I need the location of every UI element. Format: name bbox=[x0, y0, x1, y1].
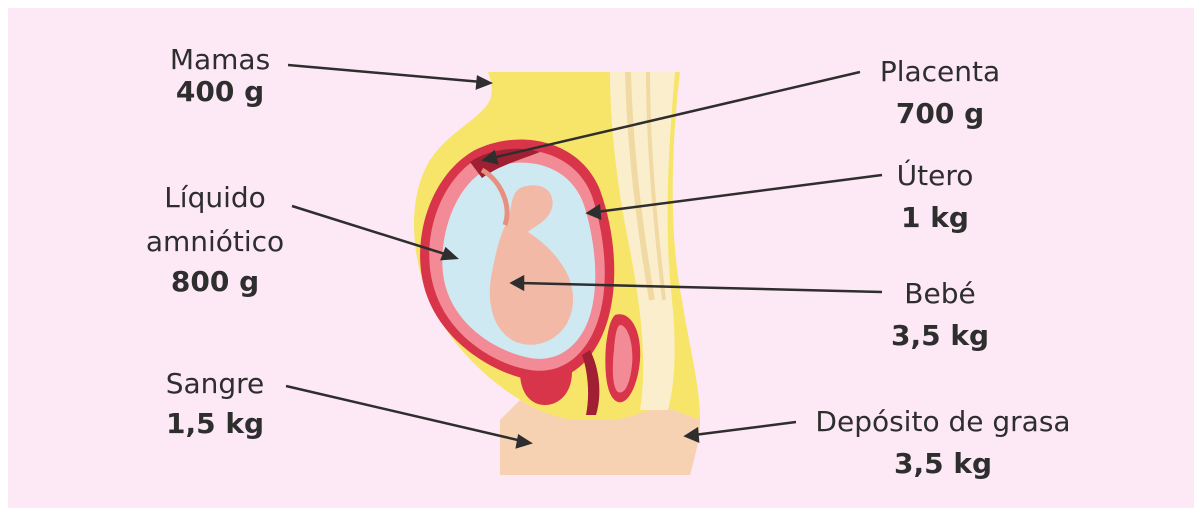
label-mamas-value: 400 g bbox=[160, 76, 280, 108]
label-liquido-line1: Líquido bbox=[130, 182, 300, 214]
label-liquido-value: 800 g bbox=[130, 266, 300, 298]
label-sangre-value: 1,5 kg bbox=[155, 408, 275, 440]
label-mamas-name: Mamas bbox=[160, 44, 280, 76]
label-placenta-value: 700 g bbox=[860, 98, 1020, 130]
label-liquido-line2: amniótico bbox=[130, 226, 300, 258]
label-sangre: Sangre 1,5 kg bbox=[155, 368, 275, 440]
label-mamas: Mamas 400 g bbox=[160, 44, 280, 108]
label-placenta-name: Placenta bbox=[860, 56, 1020, 88]
label-utero-value: 1 kg bbox=[880, 202, 990, 234]
label-bebe-value: 3,5 kg bbox=[880, 320, 1000, 352]
mamas-arrowhead bbox=[477, 77, 490, 88]
label-utero: Útero 1 kg bbox=[880, 160, 990, 234]
label-bebe-name: Bebé bbox=[880, 278, 1000, 310]
label-sangre-name: Sangre bbox=[155, 368, 275, 400]
label-placenta: Placenta 700 g bbox=[860, 56, 1020, 130]
grasa-pointer bbox=[694, 422, 796, 435]
label-utero-name: Útero bbox=[880, 160, 990, 192]
sangre-pointer bbox=[286, 386, 522, 441]
label-grasa: Depósito de grasa 3,5 kg bbox=[798, 406, 1088, 480]
mamas-pointer bbox=[288, 65, 482, 82]
label-bebe: Bebé 3,5 kg bbox=[880, 278, 1000, 352]
label-grasa-value: 3,5 kg bbox=[798, 448, 1088, 480]
label-liquido: Líquido amniótico 800 g bbox=[130, 182, 300, 298]
label-grasa-name: Depósito de grasa bbox=[798, 406, 1088, 438]
